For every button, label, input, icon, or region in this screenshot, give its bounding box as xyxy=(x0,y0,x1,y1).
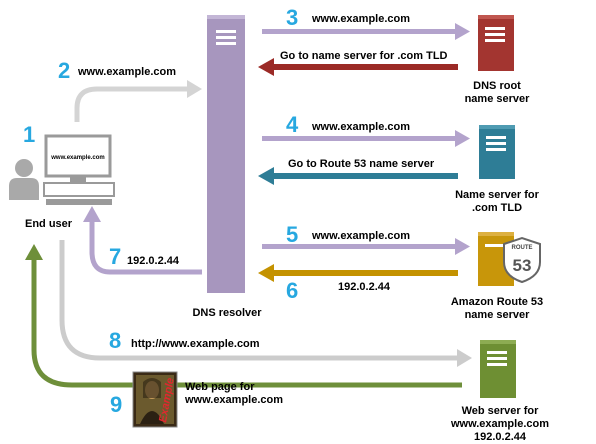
end-user-label: End user xyxy=(25,218,73,230)
end-user-person-icon xyxy=(9,159,39,200)
dns-resolver-server-icon xyxy=(207,15,245,293)
message-step-7: 192.0.2.44 xyxy=(127,255,179,267)
arrow-step-3-reply xyxy=(258,58,458,76)
arrow-step-4-reply xyxy=(258,167,458,185)
message-step-8: http://www.example.com xyxy=(131,338,260,350)
arrow-step-5-query xyxy=(262,238,470,255)
route53-server-label: Amazon Route 53 name server xyxy=(450,296,544,321)
arrow-step-4-query xyxy=(262,130,470,147)
computer-screen-text: www.example.com xyxy=(50,155,104,161)
arrow-step-8 xyxy=(59,240,472,367)
step-number-3: 3 xyxy=(286,5,299,30)
web-server-label: Web server for www.example.com 192.0.2.4… xyxy=(450,405,550,443)
root-server-label: DNS root name server xyxy=(464,80,530,105)
message-step-4-reply: Go to Route 53 name server xyxy=(288,158,435,170)
step-number-7: 7 xyxy=(109,244,122,269)
web-page-thumbnail-image: Example xyxy=(132,371,178,428)
route53-badge-icon xyxy=(503,236,541,284)
step-number-5: 5 xyxy=(286,222,299,247)
arrow-step-7 xyxy=(83,206,202,275)
step-number-2: 2 xyxy=(58,58,71,83)
arrow-step-2 xyxy=(74,80,202,122)
computer-icon: www.example.com xyxy=(43,134,115,205)
route53-logo-number: 53 xyxy=(513,256,532,275)
dns-root-server-icon xyxy=(478,15,514,71)
message-step-6-reply: 192.0.2.44 xyxy=(338,281,390,293)
step-number-6: 6 xyxy=(286,278,299,303)
arrow-step-9 xyxy=(25,244,462,388)
step-number-8: 8 xyxy=(109,328,122,353)
tld-server-icon xyxy=(479,125,515,179)
web-server-icon xyxy=(480,340,516,398)
arrow-step-3-query xyxy=(262,23,470,40)
dns-resolver-label: DNS resolver xyxy=(192,307,262,319)
tld-server-label: Name server for .com TLD xyxy=(455,189,539,214)
step-number-9: 9 xyxy=(110,392,123,417)
arrow-step-6-reply xyxy=(258,264,458,282)
message-step-4-query: www.example.com xyxy=(312,121,411,133)
message-step-3-reply: Go to name server for .com TLD xyxy=(280,50,448,62)
message-step-5-query: www.example.com xyxy=(312,230,411,242)
step-number-4: 4 xyxy=(286,112,299,137)
message-step-9: Web page for www.example.com xyxy=(185,381,284,406)
step-number-1: 1 xyxy=(23,122,36,147)
message-step-2: www.example.com xyxy=(78,66,177,78)
route53-logo-text: ROUTE xyxy=(512,245,533,251)
route53-server-icon: ROUTE 53 xyxy=(478,232,541,286)
message-step-3-query: www.example.com xyxy=(312,13,411,25)
